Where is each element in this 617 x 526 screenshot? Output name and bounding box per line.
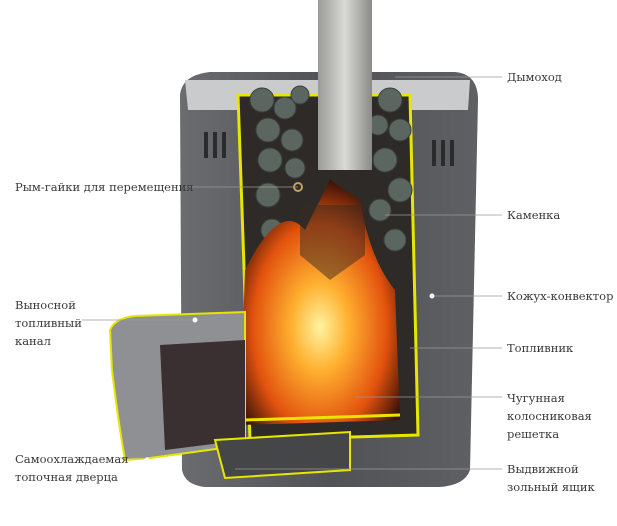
label-firebox: Топливник [507, 341, 574, 355]
grate [244, 413, 401, 422]
label-chimney: Дымоход [507, 70, 562, 84]
label-door: Самоохлаждаемая топочная дверца [15, 450, 128, 486]
label-line: топливный [15, 316, 82, 330]
label-fuel-channel: Выносной топливный канал [15, 296, 82, 350]
ash-drawer [213, 430, 351, 480]
label-line: решетка [507, 427, 560, 441]
label-line: Чугунная [507, 391, 565, 405]
label-line: Выдвижной [507, 462, 579, 476]
label-eyebolts: Рым-гайки для перемещения [15, 180, 194, 194]
vents [204, 132, 454, 166]
label-convector-casing: Кожух-конвектор [507, 289, 614, 303]
label-grate: Чугунная колосниковая решетка [507, 389, 592, 443]
label-stone-chamber: Каменка [507, 208, 561, 222]
chimney-pipe [318, 0, 372, 170]
label-line: зольный ящик [507, 480, 595, 494]
label-line: колосниковая [507, 409, 592, 423]
label-line: топочная дверца [15, 470, 118, 484]
label-line: Самоохлаждаемая [15, 452, 129, 466]
label-line: канал [15, 334, 51, 348]
label-line: Выносной [15, 298, 76, 312]
leader-lines [82, 76, 502, 470]
label-ash-drawer: Выдвижной зольный ящик [507, 460, 595, 496]
